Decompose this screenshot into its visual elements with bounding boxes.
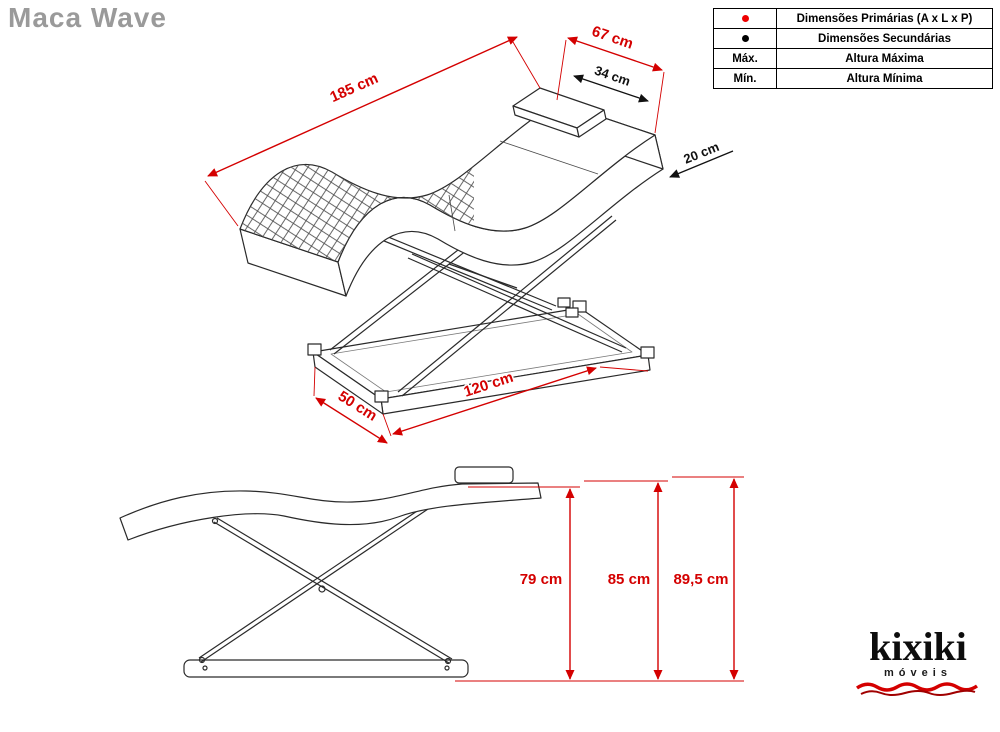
iso-dimensions-secondary (573, 74, 734, 178)
scissor-beam (407, 257, 623, 353)
side-mattress-profile (119, 482, 542, 541)
dim-79-label: 79 cm (520, 571, 563, 588)
base-corner-block (640, 346, 655, 359)
scissor-beam (411, 253, 627, 349)
legend-row-min: Mín. Altura Mínima (714, 68, 992, 88)
base-corner-block (307, 343, 322, 356)
upholstery-seam (448, 194, 456, 232)
scissor-beam (216, 517, 453, 660)
legend-min-label: Altura Mínima (846, 72, 923, 85)
dim-20-label: 20 cm (681, 139, 721, 167)
legend-row-secondary: Dimensões Secundárias (714, 28, 992, 48)
iso-dimensions-primary (204, 36, 665, 444)
extension-line (313, 366, 316, 397)
dim-185-label: 185 cm (327, 70, 380, 106)
scissor-pivot (444, 657, 452, 665)
legend-max-key: Máx. (714, 49, 777, 68)
extension-line (654, 71, 665, 134)
side-view (119, 466, 542, 678)
scissor-pivot-block (557, 297, 571, 308)
base-corner-block (572, 300, 587, 313)
legend-table: Dimensões Primárias (A x L x P) Dimensõe… (713, 8, 993, 89)
pillow-end (576, 109, 607, 138)
side-dimensions (455, 476, 744, 682)
extension-line (599, 366, 649, 372)
base-corner-block (374, 390, 389, 403)
scissor-pivot (198, 656, 206, 664)
legend-secondary-label: Dimensões Secundárias (818, 32, 951, 45)
legend-row-max: Máx. Altura Máxima (714, 48, 992, 68)
logo-wave-icon (855, 682, 979, 696)
scissor-axle (448, 263, 518, 289)
dim-67-line (567, 36, 663, 72)
logo-text: kixiki (869, 624, 967, 669)
iso-mattress (239, 87, 664, 297)
extension-line (204, 180, 239, 227)
legend-min-key: Mín. (714, 69, 777, 88)
brand-logo: kixiki móveis (852, 624, 984, 704)
scissor-beam (200, 506, 432, 663)
extension-line (512, 41, 541, 89)
base-bolt (444, 665, 450, 671)
dim-50-line (315, 397, 388, 444)
side-base (183, 659, 469, 678)
scissor-beam (213, 521, 450, 664)
extension-line (382, 413, 392, 437)
dim-85-label: 85 cm (608, 571, 651, 588)
scissor-beam (397, 215, 613, 393)
base-bolt (202, 665, 208, 671)
legend-primary-label: Dimensões Primárias (A x L x P) (796, 12, 973, 25)
extension-line (556, 39, 567, 101)
page-title: Maca Wave (8, 2, 167, 33)
red-dot-icon (741, 15, 749, 22)
scissor-pivot (318, 585, 326, 593)
dim-20-line (669, 150, 734, 178)
side-pillow (454, 466, 514, 484)
logo-subtitle: móveis (884, 667, 952, 679)
legend-row-primary: Dimensões Primárias (A x L x P) (714, 9, 992, 28)
side-scissor-lift (198, 502, 453, 665)
base-inner-frame (330, 313, 633, 393)
dim-89-label: 89,5 cm (673, 571, 728, 588)
dim-34-line (573, 74, 649, 103)
scissor-pivot (211, 517, 219, 525)
side-mattress (119, 466, 542, 541)
scissor-beam (198, 502, 430, 659)
legend-max-label: Altura Máxima (845, 52, 924, 65)
scissor-pivot-block (565, 307, 579, 318)
dim-120-line (392, 366, 597, 436)
black-dot-icon (741, 35, 749, 42)
dim-185-line (207, 36, 518, 177)
